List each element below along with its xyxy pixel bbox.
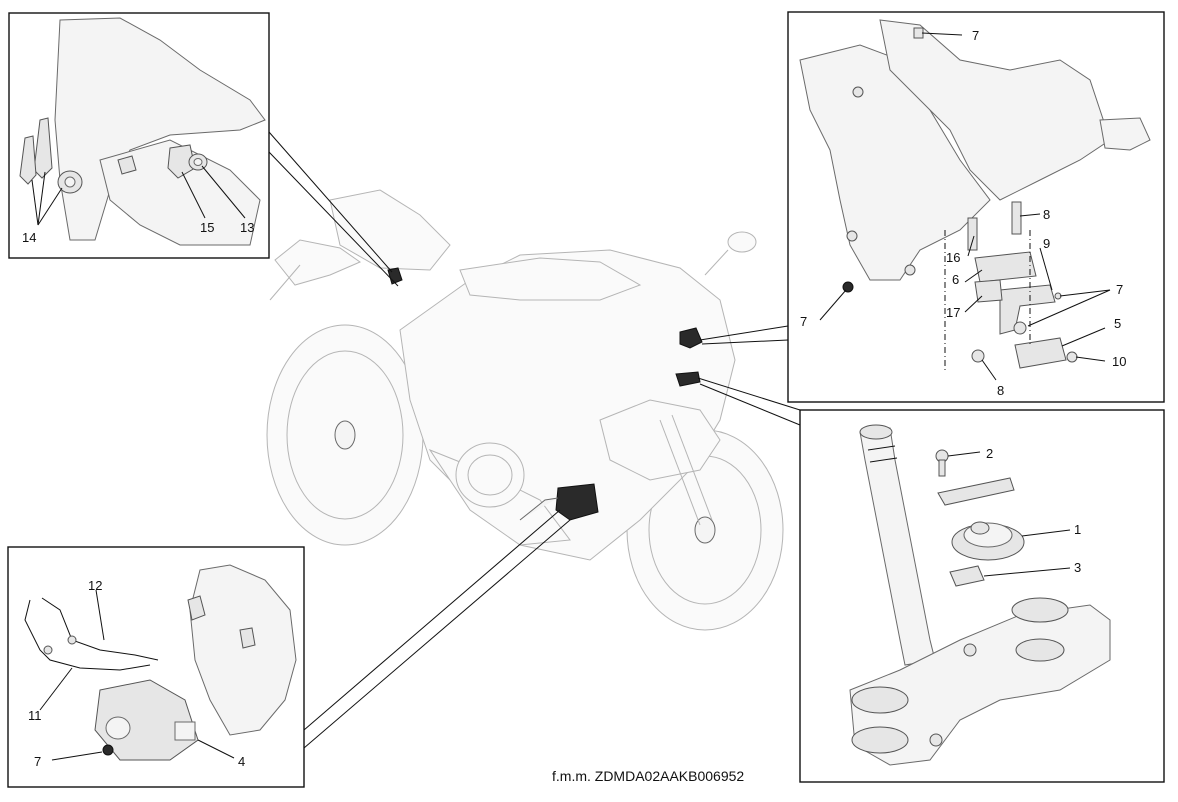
callout-15: 15 bbox=[200, 220, 214, 235]
callout-9: 9 bbox=[1043, 236, 1050, 251]
callout-2: 2 bbox=[986, 446, 993, 461]
callout-7: 7 bbox=[800, 314, 807, 329]
detail-box-top-left: 14 15 13 bbox=[8, 12, 270, 259]
callout-7: 7 bbox=[1116, 282, 1123, 297]
detail-box-bottom-right: 2 1 3 bbox=[799, 409, 1165, 783]
callout-7: 7 bbox=[972, 28, 979, 43]
callout-6: 6 bbox=[952, 272, 959, 287]
callout-12: 12 bbox=[88, 578, 102, 593]
callout-8: 8 bbox=[997, 383, 1004, 398]
callout-14: 14 bbox=[22, 230, 36, 245]
callout-4: 4 bbox=[238, 754, 245, 769]
callout-11: 11 bbox=[28, 708, 42, 723]
callout-7: 7 bbox=[34, 754, 41, 769]
callout-3: 3 bbox=[1074, 560, 1081, 575]
callout-1: 1 bbox=[1074, 522, 1081, 537]
figure-code: f.m.m. ZDMDA02AAKB006952 bbox=[552, 768, 744, 784]
motorcycle-illustration bbox=[266, 189, 784, 631]
detail-box-bottom-left: 12 11 7 4 bbox=[7, 546, 305, 788]
callout-5: 5 bbox=[1114, 316, 1121, 331]
detail-box-top-right: 7 8 16 9 6 7 17 7 5 10 8 bbox=[787, 11, 1165, 403]
callout-13: 13 bbox=[240, 220, 254, 235]
leader-lines bbox=[268, 131, 801, 749]
callout-16: 16 bbox=[946, 250, 960, 265]
callout-8: 8 bbox=[1043, 207, 1050, 222]
callout-10: 10 bbox=[1112, 354, 1126, 369]
callout-17: 17 bbox=[946, 305, 960, 320]
